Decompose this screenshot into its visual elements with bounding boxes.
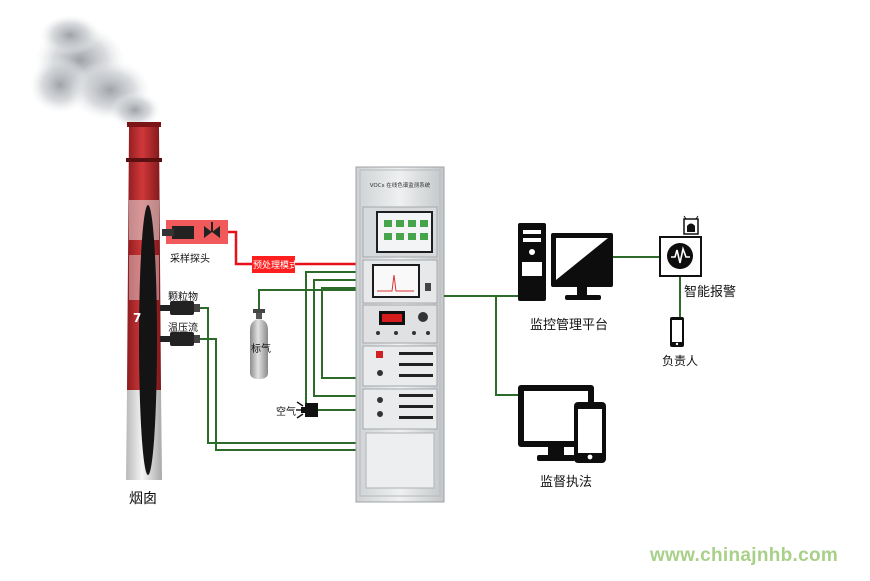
monitoring-platform-label: 监控管理平台 bbox=[530, 318, 609, 333]
phone-icon bbox=[670, 317, 684, 347]
temp-pressure-flow-label: 温压流 bbox=[168, 323, 198, 334]
chimney-label: 烟囱 bbox=[129, 491, 157, 507]
standard-gas-cylinder bbox=[250, 309, 268, 379]
air-label: 空气 bbox=[276, 407, 296, 418]
cabinet-title: VOCs 在线色谱监测系统 bbox=[369, 183, 431, 189]
alarm-icon bbox=[659, 215, 702, 277]
particulate-sensor bbox=[160, 301, 200, 315]
particulate-label: 颗粒物 bbox=[168, 292, 198, 303]
tablet-icon bbox=[574, 402, 606, 463]
monitoring-cabinet bbox=[355, 166, 445, 503]
pretreatment-module bbox=[252, 256, 295, 273]
network-lines bbox=[444, 256, 681, 396]
sampling-probe-unit bbox=[162, 220, 228, 244]
standard-gas-label: 标气 bbox=[251, 344, 271, 355]
temp-pressure-flow-sensor bbox=[160, 332, 200, 346]
svg-text:7: 7 bbox=[133, 311, 141, 325]
pretreatment-module-label: 预处理模式 bbox=[253, 261, 299, 271]
chimney: 7 bbox=[126, 122, 162, 480]
red-sample-line bbox=[228, 230, 358, 266]
sampling-probe-label: 采样探头 bbox=[170, 254, 210, 265]
green-signal-lines bbox=[200, 271, 358, 451]
responsible-person-label: 负责人 bbox=[662, 354, 699, 368]
watermark: www.chinajnhb.com bbox=[650, 545, 839, 566]
enforcement-label: 监督执法 bbox=[540, 475, 593, 490]
monitor-icon bbox=[551, 233, 613, 300]
smart-alarm-label: 智能报警 bbox=[684, 285, 737, 300]
smoke-plume bbox=[30, 15, 160, 128]
air-valve bbox=[296, 401, 318, 419]
computer-tower-icon bbox=[518, 223, 546, 301]
